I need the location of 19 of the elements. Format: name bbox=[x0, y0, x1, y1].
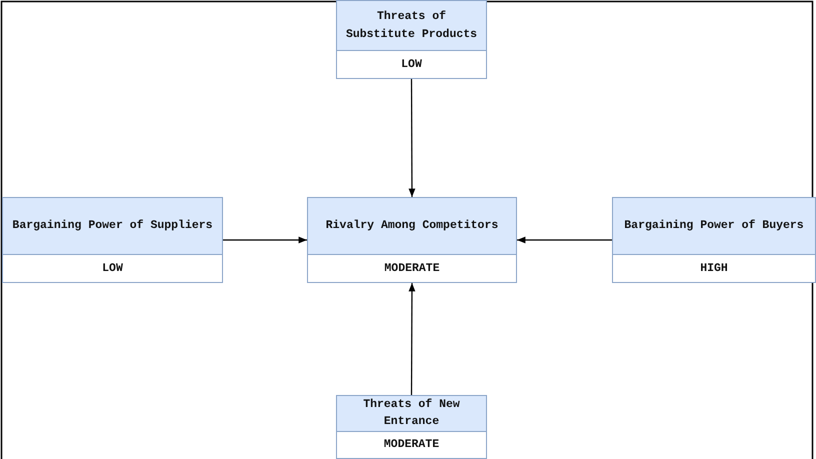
arrow bbox=[517, 236, 612, 244]
process-box bbox=[336, 0, 487, 79]
rating-label: HIGH bbox=[700, 262, 728, 275]
process-box bbox=[2, 197, 223, 283]
box-title: Bargaining Power of Suppliers bbox=[12, 218, 213, 234]
box-title: Threats of Substitute Products bbox=[344, 9, 478, 42]
rating-label: LOW bbox=[401, 58, 422, 71]
process-box bbox=[336, 395, 487, 459]
rating-label: LOW bbox=[102, 262, 123, 275]
process-box bbox=[612, 197, 816, 283]
process-box bbox=[307, 197, 517, 283]
rating-label: MODERATE bbox=[384, 262, 440, 275]
arrow bbox=[408, 283, 416, 395]
box-title: Threats of New Entrance bbox=[362, 397, 461, 430]
box-title: Rivalry Among Competitors bbox=[326, 218, 498, 234]
arrow bbox=[408, 79, 416, 197]
rating-label: MODERATE bbox=[384, 438, 440, 452]
box-title: Bargaining Power of Buyers bbox=[624, 218, 804, 234]
arrow bbox=[223, 236, 307, 244]
